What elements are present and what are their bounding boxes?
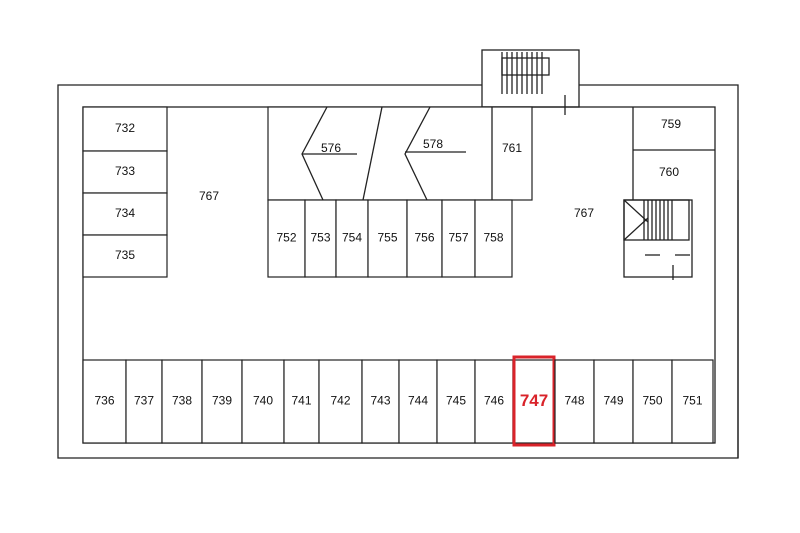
unit-outline (436, 359, 476, 444)
unit-outline (241, 359, 285, 444)
unit-740[interactable]: 740 (241, 359, 285, 444)
unit-outline (441, 199, 476, 278)
unit-label: 748 (564, 394, 584, 408)
unit-label: 745 (446, 394, 466, 408)
unit-label: 734 (115, 206, 135, 220)
unit-748[interactable]: 748 (554, 359, 595, 444)
unit-outline (367, 199, 408, 278)
unit-738[interactable]: 738 (161, 359, 203, 444)
room-767-left: 767 (199, 189, 219, 203)
unit-label: 752 (276, 231, 296, 245)
unit-outline (283, 359, 320, 444)
unit-753[interactable]: 753 (304, 199, 337, 278)
unit-outline (632, 359, 673, 444)
right-rooms-frame (632, 107, 715, 200)
unit-outline (82, 150, 168, 194)
unit-735[interactable]: 735 (82, 234, 168, 278)
unit-741[interactable]: 741 (283, 359, 320, 444)
unit-751[interactable]: 751 (671, 359, 714, 444)
unit-734[interactable]: 734 (82, 192, 168, 236)
unit-label: 739 (212, 394, 232, 408)
unit-736[interactable]: 736 (82, 359, 127, 444)
unit-outline (161, 359, 203, 444)
unit-label: 740 (253, 394, 273, 408)
unit-743[interactable]: 743 (361, 359, 400, 444)
unit-label: 743 (370, 394, 390, 408)
unit-label: 749 (603, 394, 623, 408)
unit-label: 738 (172, 394, 192, 408)
unit-749[interactable]: 749 (593, 359, 634, 444)
unit-754[interactable]: 754 (335, 199, 369, 278)
unit-label: 747 (520, 391, 548, 410)
unit-label-760: 760 (659, 165, 679, 179)
unit-outline (593, 359, 634, 444)
room-767-right: 767 (574, 206, 594, 220)
unit-outline (82, 234, 168, 278)
unit-755[interactable]: 755 (367, 199, 408, 278)
unit-737[interactable]: 737 (125, 359, 163, 444)
unit-label: 754 (342, 231, 362, 245)
unit-label: 753 (310, 231, 330, 245)
unit-label: 742 (330, 394, 350, 408)
unit-758[interactable]: 758 (474, 199, 513, 278)
unit-757[interactable]: 757 (441, 199, 476, 278)
unit-label-759: 759 (661, 117, 681, 131)
unit-outline (201, 359, 243, 444)
highlight-box (512, 355, 556, 447)
unit-outline (125, 359, 163, 444)
unit-label: 751 (682, 394, 702, 408)
unit-outline (406, 199, 443, 278)
unit-outline (82, 359, 127, 444)
stair-top (481, 49, 580, 115)
unit-outline (398, 359, 438, 444)
unit-752[interactable]: 752 (267, 199, 306, 278)
unit-outline (671, 359, 714, 444)
room-576-578-block (267, 106, 533, 201)
unit-750[interactable]: 750 (632, 359, 673, 444)
unit-label: 750 (642, 394, 662, 408)
unit-747[interactable]: 747 (512, 355, 556, 447)
unit-746[interactable]: 746 (474, 359, 514, 444)
unit-756[interactable]: 756 (406, 199, 443, 278)
unit-label: 737 (134, 394, 154, 408)
unit-label: 757 (448, 231, 468, 245)
unit-744[interactable]: 744 (398, 359, 438, 444)
unit-label: 744 (408, 394, 428, 408)
unit-label: 746 (484, 394, 504, 408)
unit-label: 736 (94, 394, 114, 408)
unit-label: 741 (291, 394, 311, 408)
unit-742[interactable]: 742 (318, 359, 363, 444)
unit-label: 735 (115, 248, 135, 262)
unit-label: 756 (414, 231, 434, 245)
unit-label: 755 (377, 231, 397, 245)
unit-733[interactable]: 733 (82, 150, 168, 194)
unit-732[interactable]: 732 (82, 106, 168, 152)
unit-label-761: 761 (502, 141, 522, 155)
unit-label-576: 576 (321, 141, 341, 155)
unit-label: 733 (115, 164, 135, 178)
unit-label: 758 (483, 231, 503, 245)
unit-label: 732 (115, 121, 135, 135)
unit-outline (474, 199, 513, 278)
stair-right (623, 199, 693, 280)
unit-outline (267, 199, 306, 278)
unit-739[interactable]: 739 (201, 359, 243, 444)
unit-label-578: 578 (423, 137, 443, 151)
unit-745[interactable]: 745 (436, 359, 476, 444)
unit-outline (554, 359, 595, 444)
